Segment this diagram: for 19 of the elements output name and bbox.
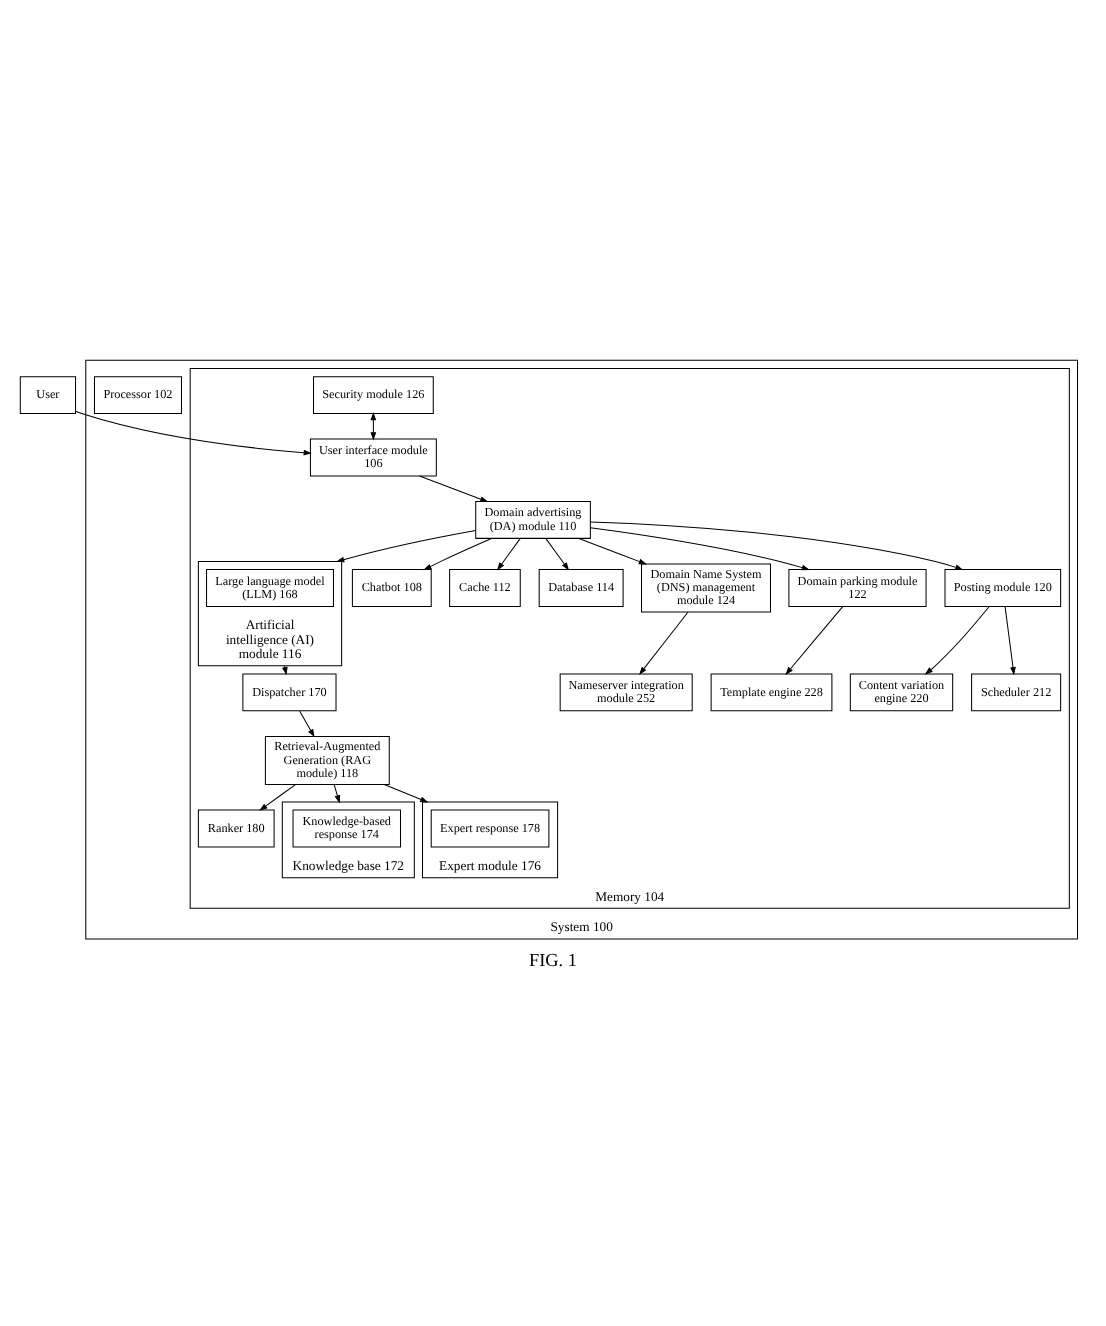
arrow <box>1004 605 1016 675</box>
arrow <box>589 526 810 570</box>
arrow <box>259 783 296 810</box>
caption: FIG. 1 <box>528 949 578 970</box>
arrow <box>75 409 312 455</box>
arrow <box>419 474 489 502</box>
arrow <box>785 605 843 674</box>
arrow <box>578 537 647 564</box>
arrow <box>924 605 990 674</box>
arrow <box>639 610 689 674</box>
arrow <box>545 537 570 570</box>
arrow <box>589 520 964 570</box>
arrow <box>370 411 377 440</box>
arrow <box>336 528 477 562</box>
arrow <box>496 537 521 570</box>
arrow <box>383 783 429 802</box>
arrow <box>299 709 315 737</box>
arrow <box>333 783 341 803</box>
arrow <box>423 537 492 570</box>
